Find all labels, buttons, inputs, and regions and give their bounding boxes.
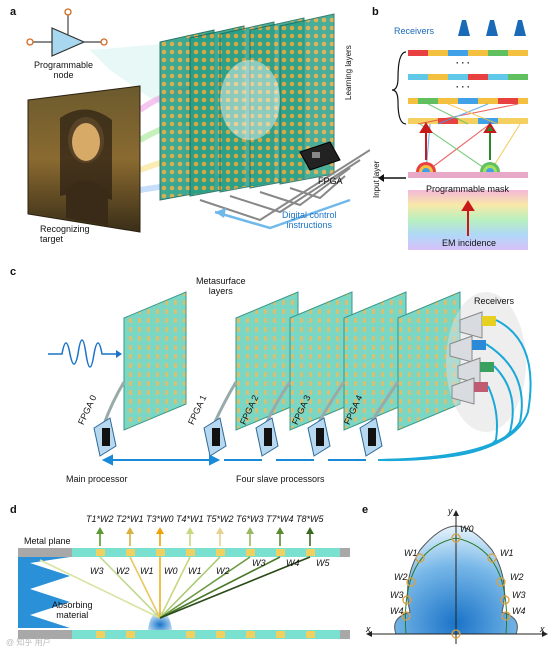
panel-a: a bbox=[0, 0, 370, 255]
panel-a-illustration bbox=[26, 8, 370, 233]
top-label-2: T2*W1 bbox=[116, 514, 144, 524]
panel-b-letter: b bbox=[372, 6, 379, 18]
top-label-7: T7*W4 bbox=[266, 514, 294, 524]
x-axis-right-label: x bbox=[540, 624, 545, 634]
receivers-label-c: Receivers bbox=[474, 296, 515, 306]
fpga-chip-icon bbox=[299, 141, 341, 171]
top-label-8: T8*W5 bbox=[296, 514, 324, 524]
programmable-node-label: Programmable node bbox=[34, 60, 94, 80]
incident-wave bbox=[48, 339, 116, 368]
bottom-meta-atoms bbox=[96, 631, 315, 638]
panel-b: b bbox=[344, 0, 552, 255]
ray-label-w0: W0 bbox=[164, 566, 178, 576]
x-axis-left-label: x bbox=[366, 624, 371, 634]
panel-e: e y x x W0 W1 W2 bbox=[360, 500, 552, 652]
em-incidence-label: EM incidence bbox=[442, 238, 497, 248]
ray-label-w3-left: W3 bbox=[90, 566, 104, 576]
main-processor-label: Main processor bbox=[66, 474, 128, 484]
panel-c-letter: c bbox=[10, 266, 17, 278]
angle-arc bbox=[404, 537, 508, 635]
top-meta-atoms bbox=[96, 549, 315, 556]
e-label-w3-right: W3 bbox=[512, 590, 526, 600]
y-axis-label: y bbox=[448, 506, 453, 516]
learning-layer-bars bbox=[408, 50, 528, 124]
ellipsis-1: · · · bbox=[456, 58, 470, 68]
ellipsis-2: · · · bbox=[456, 82, 470, 92]
panel-c: c bbox=[0, 262, 552, 500]
processor-links bbox=[101, 454, 366, 466]
e-label-w4-left: W4 bbox=[390, 606, 404, 616]
panel-d-letter: d bbox=[10, 504, 17, 516]
programmable-node-icon bbox=[26, 8, 108, 57]
receiver-cables bbox=[377, 319, 532, 462]
connection-lines-b bbox=[417, 103, 521, 173]
top-label-3: T3*W0 bbox=[146, 514, 174, 524]
e-label-w4-right: W4 bbox=[512, 606, 526, 616]
receivers-label-b: Receivers bbox=[394, 26, 435, 36]
metal-plane-label: Metal plane bbox=[24, 536, 71, 546]
panel-a-letter: a bbox=[10, 6, 17, 18]
control-rails bbox=[199, 149, 370, 222]
fpga-label: FPGA bbox=[318, 176, 343, 186]
top-label-1: T1*W2 bbox=[86, 514, 114, 524]
watermark: @ 知乎 用户 bbox=[6, 638, 51, 647]
digital-control-arrow bbox=[214, 198, 351, 230]
ray-label-w2-left: W2 bbox=[116, 566, 130, 576]
top-label-6: T6*W3 bbox=[236, 514, 264, 524]
rainbow-domes bbox=[416, 162, 500, 172]
metasurface-plates-a bbox=[159, 13, 335, 201]
absorbing-wedges bbox=[18, 557, 70, 628]
absorbing-material-label: Absorbing material bbox=[52, 600, 93, 620]
ray-label-w1-right: W1 bbox=[188, 566, 202, 576]
fpga-boards bbox=[93, 417, 383, 457]
e-label-w2-right: W2 bbox=[510, 572, 524, 582]
ray-label-w2-right: W2 bbox=[216, 566, 230, 576]
ray-label-w1-left: W1 bbox=[140, 566, 154, 576]
e-label-w2-left: W2 bbox=[394, 572, 408, 582]
ray-label-w3-right: W3 bbox=[252, 558, 266, 568]
ray-label-w5: W5 bbox=[316, 558, 330, 568]
receiver-icons-b bbox=[458, 20, 526, 36]
panel-e-illustration bbox=[366, 510, 548, 644]
programmable-mask-label: Programmable mask bbox=[426, 184, 510, 194]
panel-b-illustration bbox=[378, 20, 528, 250]
learning-layers-label: Learning layers bbox=[344, 45, 353, 100]
mona-lisa-target bbox=[27, 85, 141, 233]
e-label-w3-left: W3 bbox=[390, 590, 404, 600]
panel-d-illustration bbox=[18, 527, 350, 639]
metasurface-plates-c bbox=[123, 291, 461, 431]
slave-processors-label: Four slave processors bbox=[236, 474, 325, 484]
top-label-4: T4*W1 bbox=[176, 514, 204, 524]
top-label-5: T5*W2 bbox=[206, 514, 234, 524]
e-label-w1-left: W1 bbox=[404, 548, 418, 558]
panel-d: d bbox=[0, 500, 360, 652]
red-arrows-b bbox=[419, 122, 497, 236]
metasurface-layers-label: Metasurface layers bbox=[196, 276, 246, 296]
ray-label-w4: W4 bbox=[286, 558, 300, 568]
programmable-mask-bar bbox=[408, 172, 528, 178]
angle-markers bbox=[401, 533, 511, 639]
e-label-w0: W0 bbox=[460, 524, 474, 534]
ray-fan bbox=[39, 556, 311, 619]
e-label-w1-right: W1 bbox=[500, 548, 514, 558]
panel-c-illustration bbox=[48, 291, 532, 466]
panel-e-letter: e bbox=[362, 504, 369, 516]
output-arrows bbox=[96, 527, 314, 546]
digital-control-label: Digital control instructions bbox=[282, 210, 337, 230]
recognizing-target-label: Recognizing target bbox=[40, 224, 90, 244]
feed-source bbox=[148, 612, 172, 630]
input-layer-label: Input layer bbox=[372, 160, 381, 198]
receiver-horns-c bbox=[446, 292, 526, 432]
